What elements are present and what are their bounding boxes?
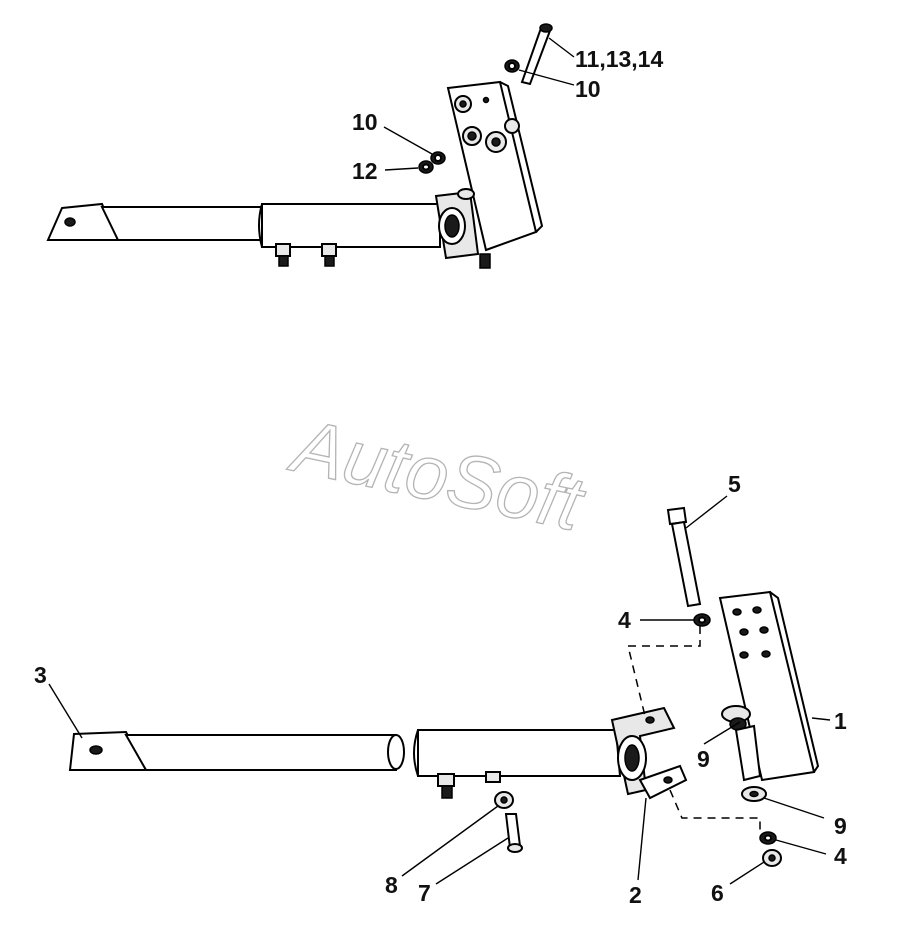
- callout-8: 8: [385, 872, 398, 898]
- bottom-washer-4-top: [693, 613, 711, 627]
- top-stud-right: [321, 243, 337, 267]
- bottom-plate-holes: [732, 606, 771, 659]
- callout-4-top: 4: [618, 607, 631, 633]
- callout-6: 6: [711, 880, 724, 906]
- callout-5: 5: [728, 471, 741, 497]
- bottom-bolt-7: [504, 813, 523, 853]
- top-tube-thin: [100, 206, 263, 241]
- top-tube-thick: [261, 203, 441, 248]
- callout-2: 2: [629, 882, 642, 908]
- assembly-line-upper: [627, 626, 701, 721]
- bottom-nut-8: [494, 791, 514, 809]
- bottom-stud-right: [485, 771, 501, 783]
- bottom-plate-bushing: [721, 705, 762, 782]
- top-washer-10-left: [430, 151, 446, 165]
- watermark: AutoSoft: [282, 402, 593, 548]
- callout-10-top-left: 10: [352, 109, 378, 135]
- callout-10-top-right: 10: [575, 76, 601, 102]
- bottom-clamp-yoke: [610, 706, 688, 800]
- bottom-tube-thick: [417, 729, 622, 777]
- bottom-washer-4-bottom: [759, 831, 777, 845]
- callout-12: 12: [352, 158, 378, 184]
- top-washer-10-right: [504, 59, 520, 73]
- top-clamp: [434, 188, 491, 269]
- bottom-stud-left: [437, 773, 455, 799]
- callout-4-bottom: 4: [834, 843, 847, 869]
- top-nut-12: [418, 160, 434, 174]
- bottom-assembly: [48, 495, 831, 885]
- assembly-line-lower: [669, 789, 761, 830]
- callout-3: 3: [34, 662, 47, 688]
- bottom-washer-9-right: [741, 786, 767, 802]
- bottom-nut-6: [762, 849, 782, 867]
- callout-11-13-14: 11,13,14: [575, 46, 663, 72]
- watermark-text: AutoSoft: [283, 403, 593, 548]
- bottom-bolt-5: [666, 506, 702, 608]
- bottom-tube-thin: [124, 734, 397, 771]
- callout-7: 7: [418, 880, 431, 906]
- callout-9-right: 9: [834, 813, 847, 839]
- callout-9-mid: 9: [697, 746, 710, 772]
- top-stud-left: [275, 243, 291, 267]
- top-assembly: [46, 23, 575, 269]
- top-plate-bolts: [454, 95, 520, 153]
- callouts: 11,13,14 10 10 12 5 4 3 1 9 9 4 8 7 2 6: [34, 46, 847, 908]
- top-tube-end-hole: [64, 217, 76, 227]
- top-bolt-11-13-14: [520, 23, 553, 86]
- callout-1: 1: [834, 708, 847, 734]
- bottom-tube-end-hole: [89, 745, 103, 755]
